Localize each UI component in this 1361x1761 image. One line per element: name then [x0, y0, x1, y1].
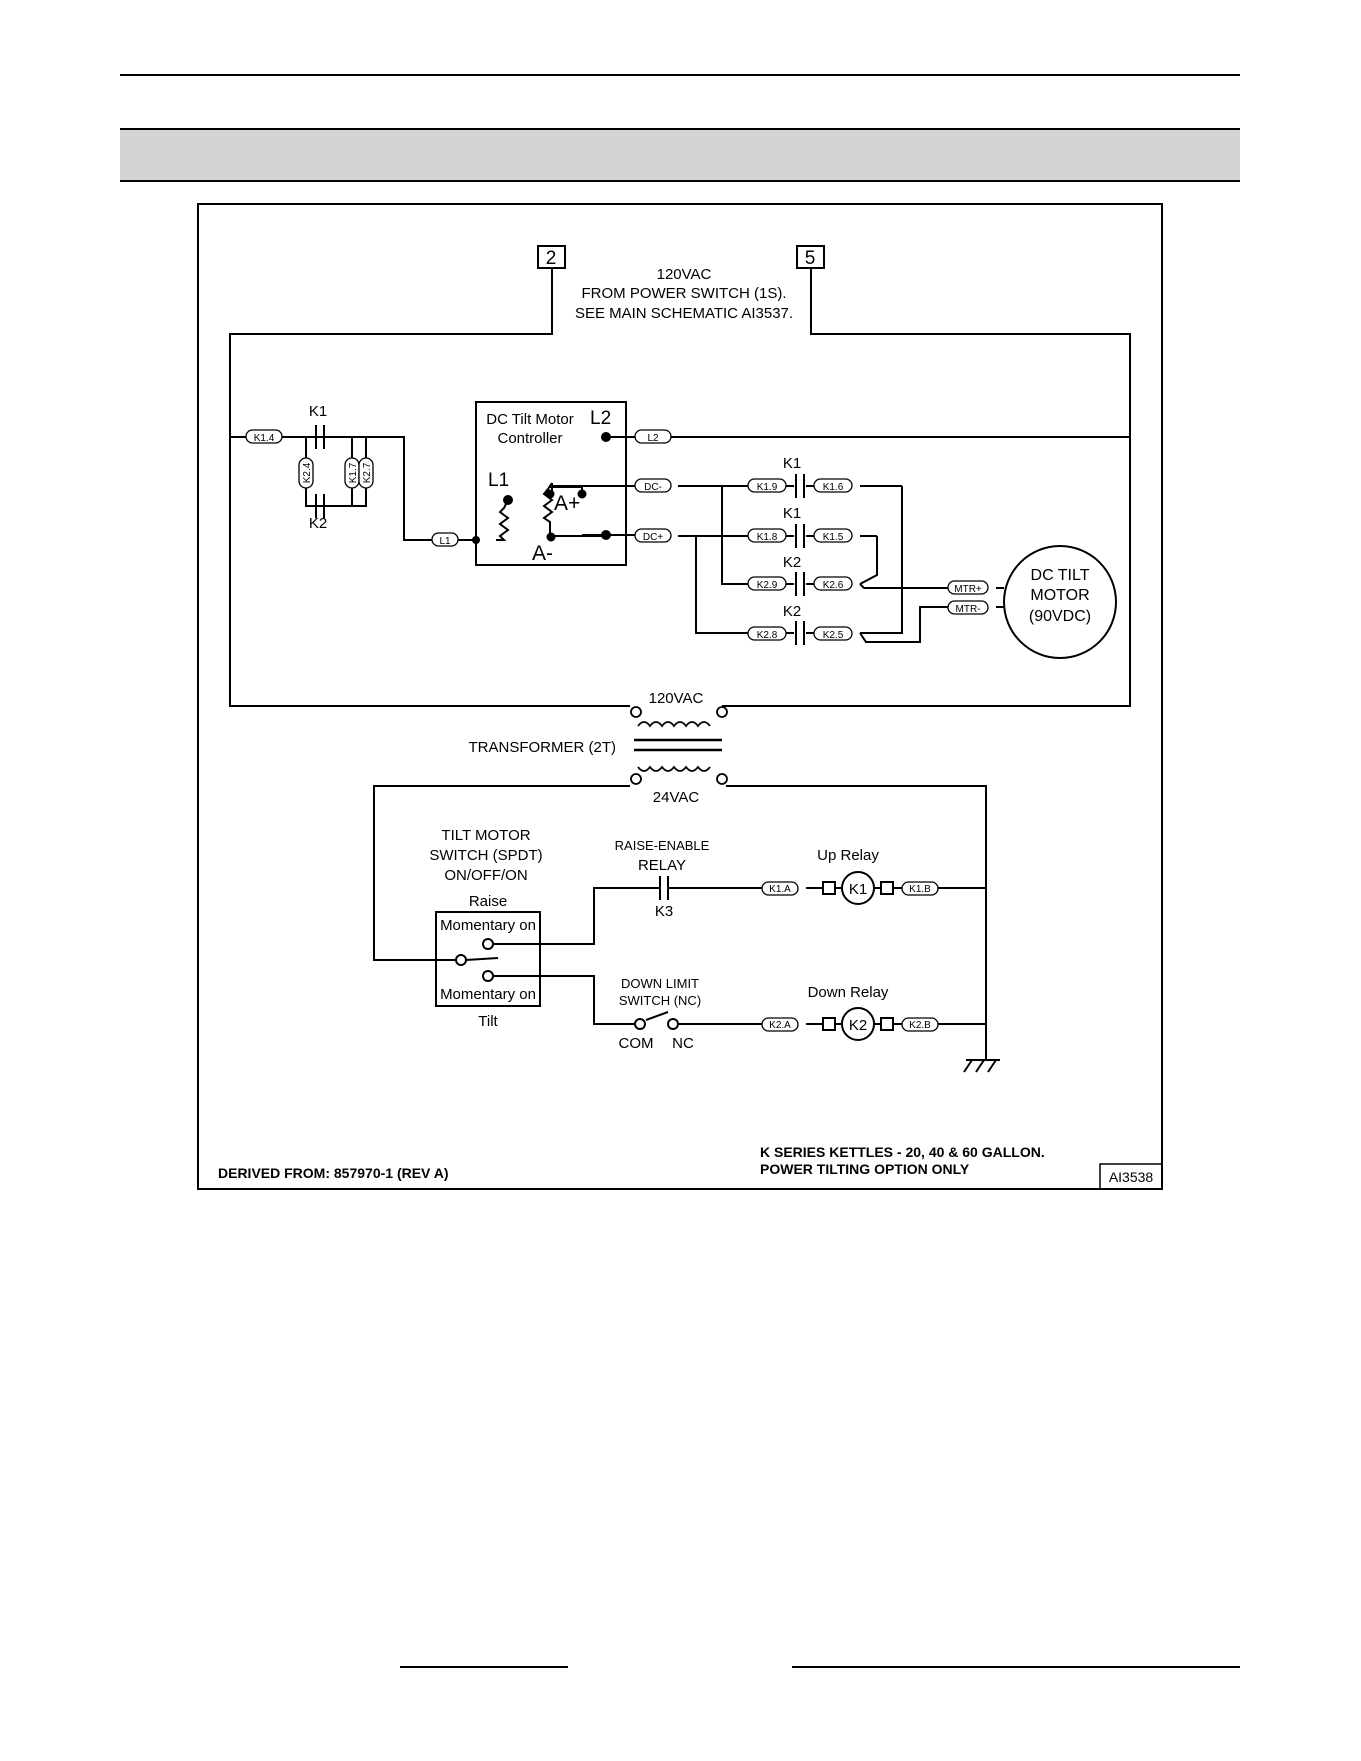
- up-relay-label: Up Relay: [817, 847, 879, 864]
- tilt-switch-title-line-3: ON/OFF/ON: [444, 867, 527, 884]
- wire-tag-k1-7: K1.7: [348, 462, 359, 483]
- wire-tag-k1-5: K1.5: [823, 532, 844, 543]
- wire-tag-k2-9: K2.9: [757, 580, 778, 591]
- upper-momentary-label: Momentary on: [440, 917, 536, 934]
- vertical-wire-tags: [298, 457, 374, 489]
- tilt-switch-title-line-2: SWITCH (SPDT): [429, 847, 542, 864]
- footer-rule-right: [792, 1666, 1240, 1668]
- footer-rule-left: [400, 1666, 568, 1668]
- wire-tag-k2-a: K2.A: [769, 1020, 791, 1031]
- wire-tag-k1-9: K1.9: [757, 482, 778, 493]
- k3-contact-label: K3: [655, 903, 673, 920]
- k2-coil-label: K2: [849, 1017, 867, 1034]
- wire-tag-k1-4: K1.4: [254, 433, 275, 444]
- wire-tag-l2: L2: [647, 433, 659, 444]
- supply-note-line-2: FROM POWER SWITCH (1S).: [582, 285, 787, 302]
- controller-title-line-1: DC Tilt Motor: [486, 411, 574, 428]
- transformer-label: TRANSFORMER (2T): [469, 739, 617, 756]
- tilt-switch-title-line-1: TILT MOTOR: [441, 827, 530, 844]
- com-terminal-label: COM: [619, 1035, 654, 1052]
- down-relay-label: Down Relay: [808, 984, 889, 1001]
- motor-label-line-1: DC TILT: [1031, 567, 1090, 584]
- derived-from-note: DERIVED FROM: 857970-1 (REV A): [218, 1165, 449, 1181]
- wire-tag-k2-7: K2.7: [362, 462, 373, 483]
- wire-tag-k2-6: K2.6: [823, 580, 844, 591]
- wire-tag-dc-minus: DC-: [644, 482, 662, 493]
- k1-contact-label-lower: K1: [783, 505, 801, 522]
- tilt-position-label: Tilt: [478, 1013, 498, 1030]
- motor-label-line-3: (90VDC): [1029, 608, 1091, 625]
- controller-terminals: [472, 432, 611, 544]
- k1-contact-label-upper: K1: [783, 455, 801, 472]
- schematic-frame: [197, 203, 1163, 1190]
- control-wiring: [373, 785, 1000, 1073]
- controller-title-line-2: Controller: [497, 430, 562, 447]
- down-limit-label-line-2: SWITCH (NC): [619, 993, 701, 1008]
- series-note-line-2: POWER TILTING OPTION ONLY: [760, 1161, 970, 1177]
- supply-note-line-3: SEE MAIN SCHEMATIC AI3537.: [575, 305, 793, 322]
- k2-contact-label-upper: K2: [783, 554, 801, 571]
- wire-tag-k2-5: K2.5: [823, 630, 844, 641]
- nc-terminal-label: NC: [672, 1035, 694, 1052]
- k1-coil-label: K1: [849, 881, 867, 898]
- controller-l2-label: L2: [590, 408, 611, 429]
- k2-contact-label-lower: K2: [783, 603, 801, 620]
- controller-a-plus-label: A+: [554, 492, 580, 515]
- supply-note-line-1: 120VAC: [657, 266, 712, 283]
- wire-tag-k1-b: K1.B: [909, 884, 931, 895]
- transformer-secondary-label: 24VAC: [653, 789, 700, 806]
- drawing-number: AI3538: [1109, 1169, 1154, 1185]
- wire-tag-k2-4: K2.4: [302, 462, 313, 483]
- wire-tag-dc-plus: DC+: [643, 532, 663, 543]
- wire-tag-k2-b: K2.B: [909, 1020, 931, 1031]
- lower-momentary-label: Momentary on: [440, 986, 536, 1003]
- raise-relay-label-line-1: RAISE-ENABLE: [615, 838, 710, 853]
- section-header-band: [120, 128, 1240, 182]
- raise-relay-label-line-2: RELAY: [638, 857, 686, 874]
- wire-tag-k2-8: K2.8: [757, 630, 778, 641]
- drawing-number-box: [1099, 1163, 1163, 1190]
- horizontal-wire-tags: [245, 429, 989, 1032]
- wire-tag-mtr-minus: MTR-: [956, 604, 981, 615]
- terminal-2-label: 2: [546, 248, 557, 269]
- down-limit-label-line-1: DOWN LIMIT: [621, 976, 699, 991]
- wire-tag-k1-6: K1.6: [823, 482, 844, 493]
- top-rule: [120, 74, 1240, 76]
- series-note-line-1: K SERIES KETTLES - 20, 40 & 60 GALLON.: [760, 1144, 1045, 1160]
- controller-a-minus-label: A-: [532, 542, 553, 565]
- raise-position-label: Raise: [469, 893, 507, 910]
- wire-tag-mtr-plus: MTR+: [954, 584, 982, 595]
- k1-contact-label: K1: [309, 403, 327, 420]
- wire-tag-k1-8: K1.8: [757, 532, 778, 543]
- power-wiring: [229, 245, 1131, 707]
- terminal-5-label: 5: [805, 248, 816, 269]
- transformer-symbol: [630, 706, 728, 785]
- motor-label-line-2: MOTOR: [1030, 587, 1089, 604]
- wire-tag-k1-a: K1.A: [769, 884, 791, 895]
- transformer-primary-label: 120VAC: [649, 690, 704, 707]
- k2-contact-label: K2: [309, 515, 327, 532]
- controller-l1-label: L1: [488, 470, 509, 491]
- wire-tag-l1: L1: [439, 536, 451, 547]
